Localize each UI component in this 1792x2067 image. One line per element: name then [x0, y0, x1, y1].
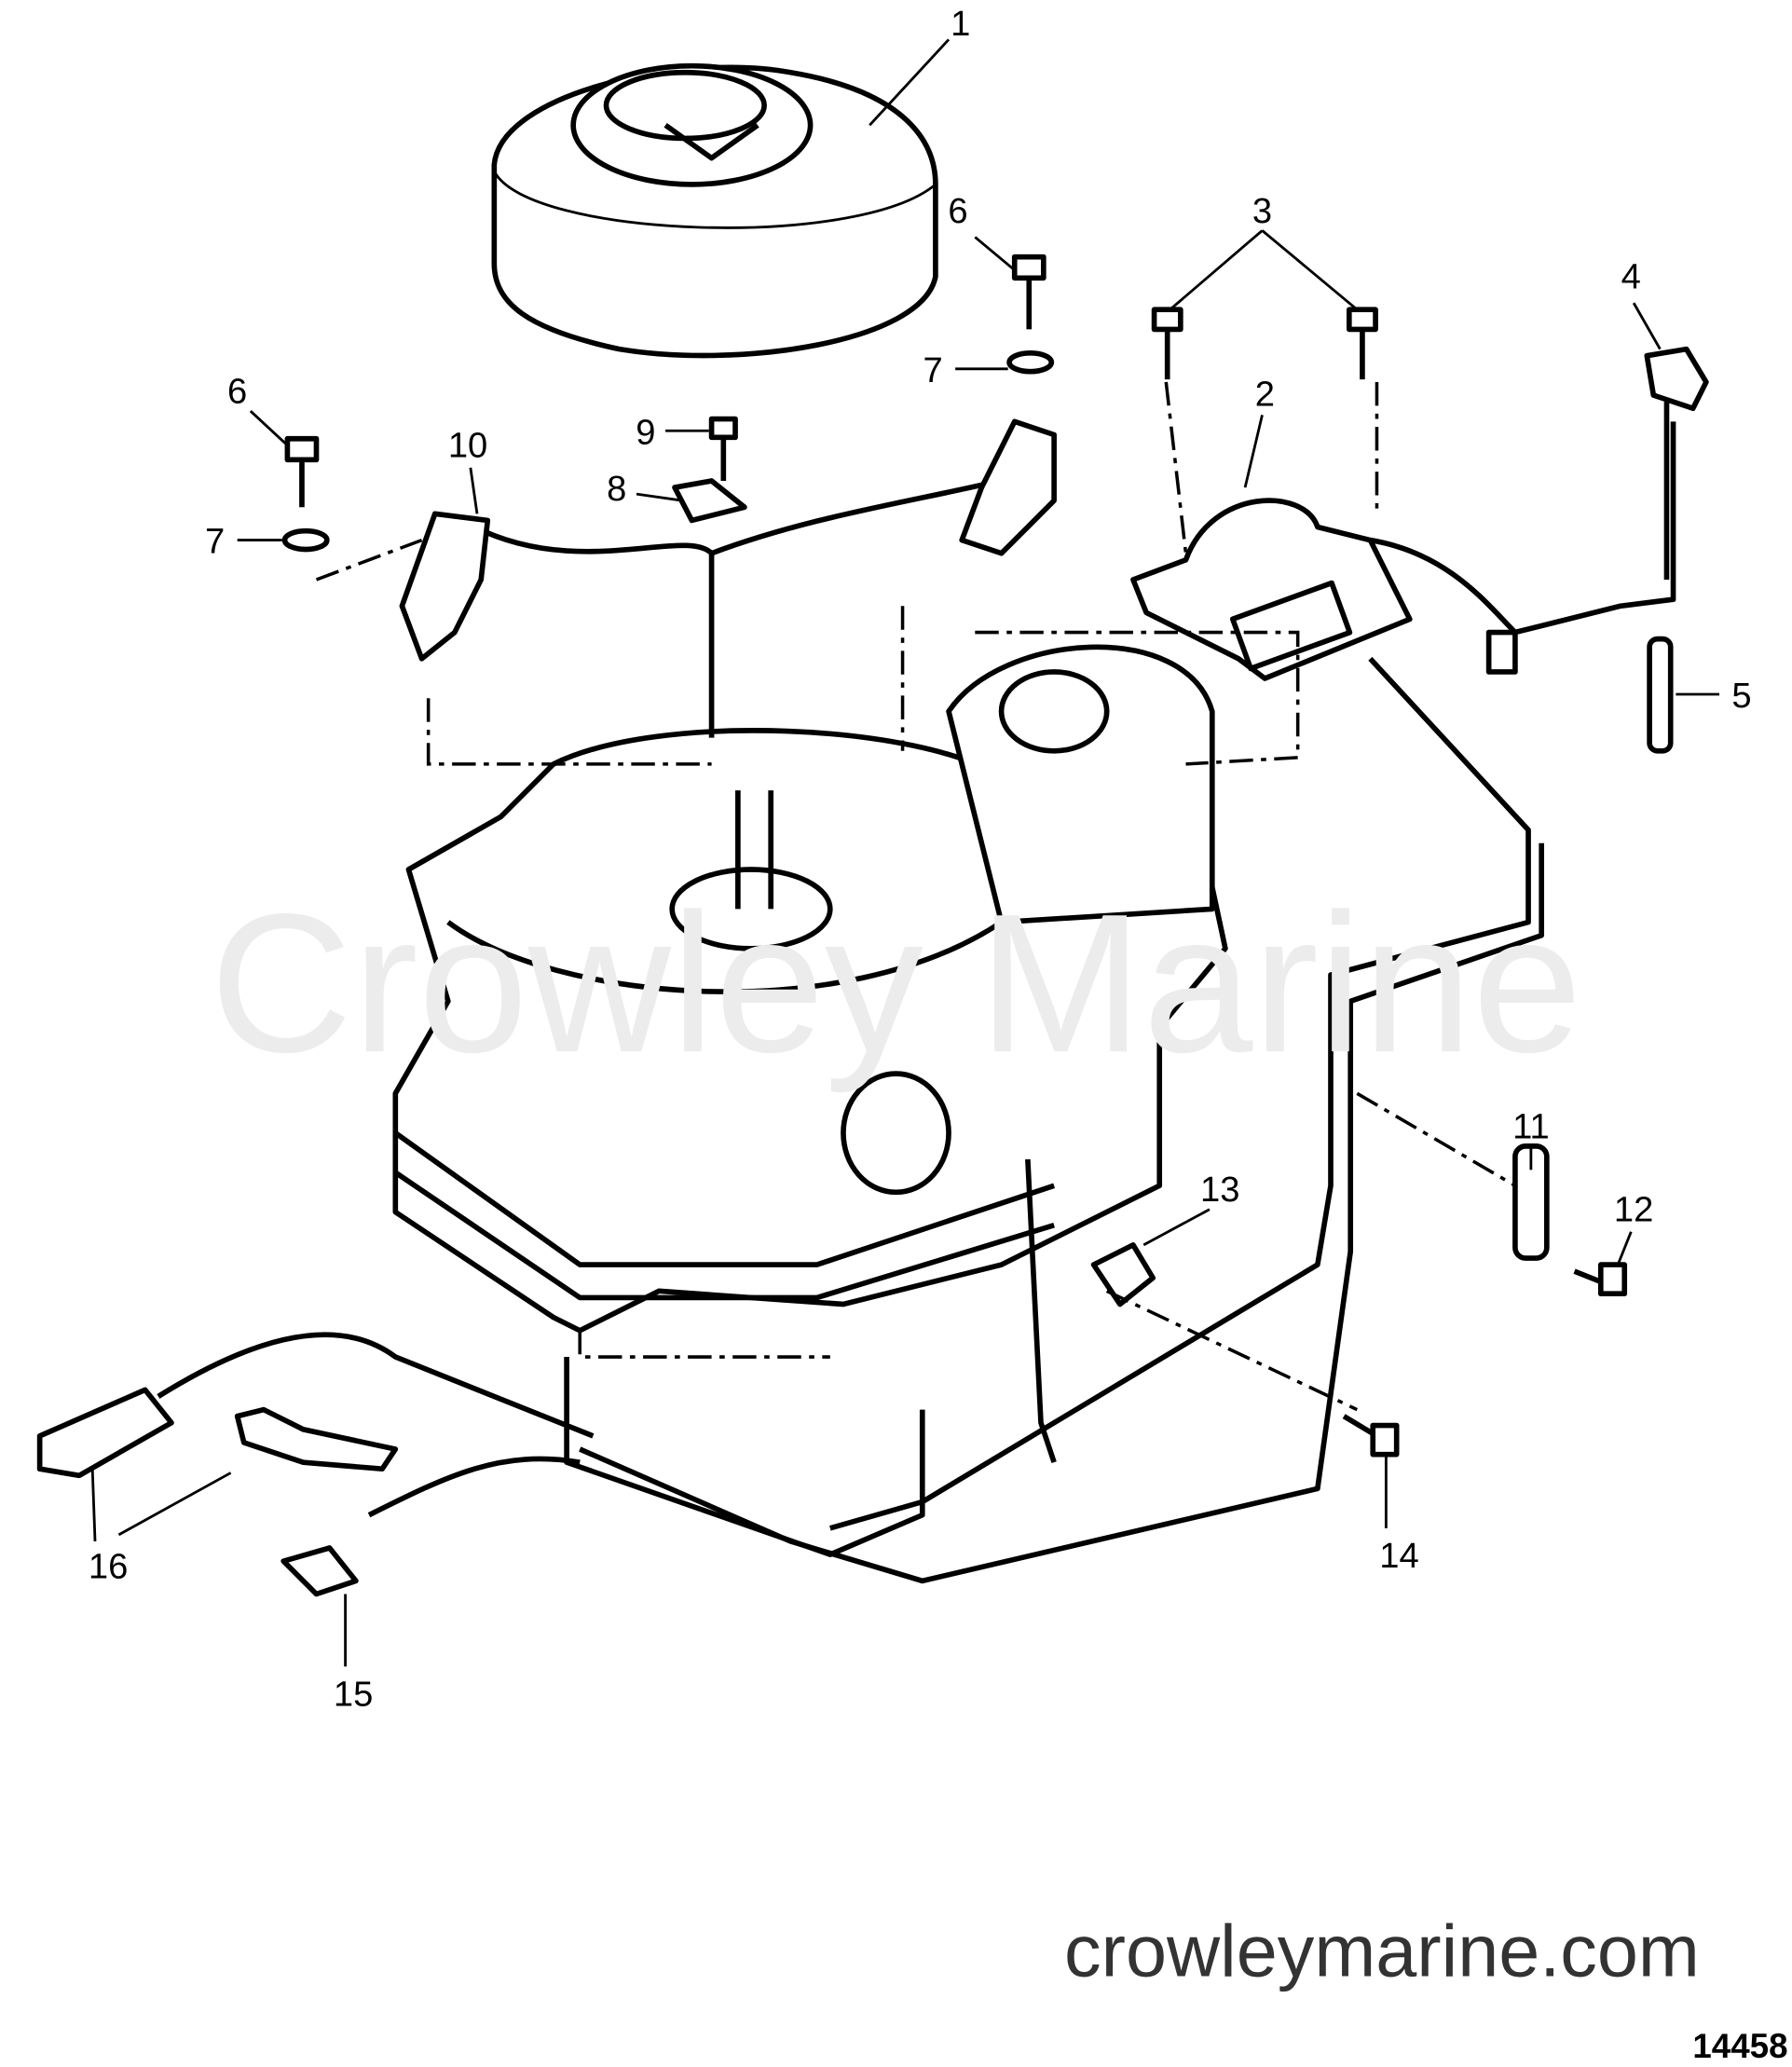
spring: [1647, 636, 1674, 754]
wiring-harness: [157, 421, 1676, 1584]
callout-9: 9: [636, 412, 655, 452]
flywheel-cover: [491, 62, 938, 359]
watermark: Crowley Marine: [210, 872, 1582, 1093]
grommet: [1090, 1242, 1156, 1307]
callout-5: 5: [1731, 676, 1751, 716]
website-text: crowleymarine.com: [1064, 1909, 1700, 1992]
callout-10: 10: [448, 426, 487, 466]
callout-1: 1: [951, 4, 970, 44]
callout-11: 11: [1512, 1106, 1550, 1146]
assembly-line: [315, 381, 1516, 1412]
callout-7: 7: [205, 522, 225, 562]
bolt: [1573, 1262, 1628, 1297]
screw: [1011, 253, 1046, 330]
washer: [1006, 350, 1055, 375]
leader-lines: [90, 38, 1720, 1667]
ground-terminal: [234, 1406, 399, 1472]
trigger-coil: [399, 511, 491, 662]
callout-14: 14: [1379, 1536, 1418, 1576]
callout-13: 13: [1200, 1170, 1239, 1210]
engine-block: [392, 644, 1228, 1557]
washer: [281, 527, 330, 553]
screw: [284, 435, 320, 508]
callout-6: 6: [948, 191, 967, 231]
callout-2: 2: [1255, 374, 1275, 414]
stator-connector: [959, 418, 1057, 556]
bolt: [1342, 1414, 1400, 1458]
callout-3: 3: [1252, 191, 1272, 231]
screw: [708, 416, 738, 481]
figure-number: 14458: [1692, 2027, 1787, 2065]
ignition-coil: [1130, 498, 1518, 681]
temperature-sensor: [36, 1387, 174, 1479]
callout-7: 7: [923, 350, 942, 390]
callout-15: 15: [334, 1675, 373, 1715]
terminal-connector: [280, 1545, 359, 1597]
callout-12: 12: [1614, 1189, 1653, 1229]
spark-plug-cap: [1644, 346, 1709, 412]
callout-4: 4: [1621, 257, 1641, 297]
callout-16: 16: [89, 1547, 128, 1587]
screw: [1346, 307, 1378, 380]
screw: [1151, 307, 1183, 380]
clamp: [672, 478, 747, 524]
callout-8: 8: [607, 469, 626, 509]
callout-6: 6: [227, 372, 247, 412]
